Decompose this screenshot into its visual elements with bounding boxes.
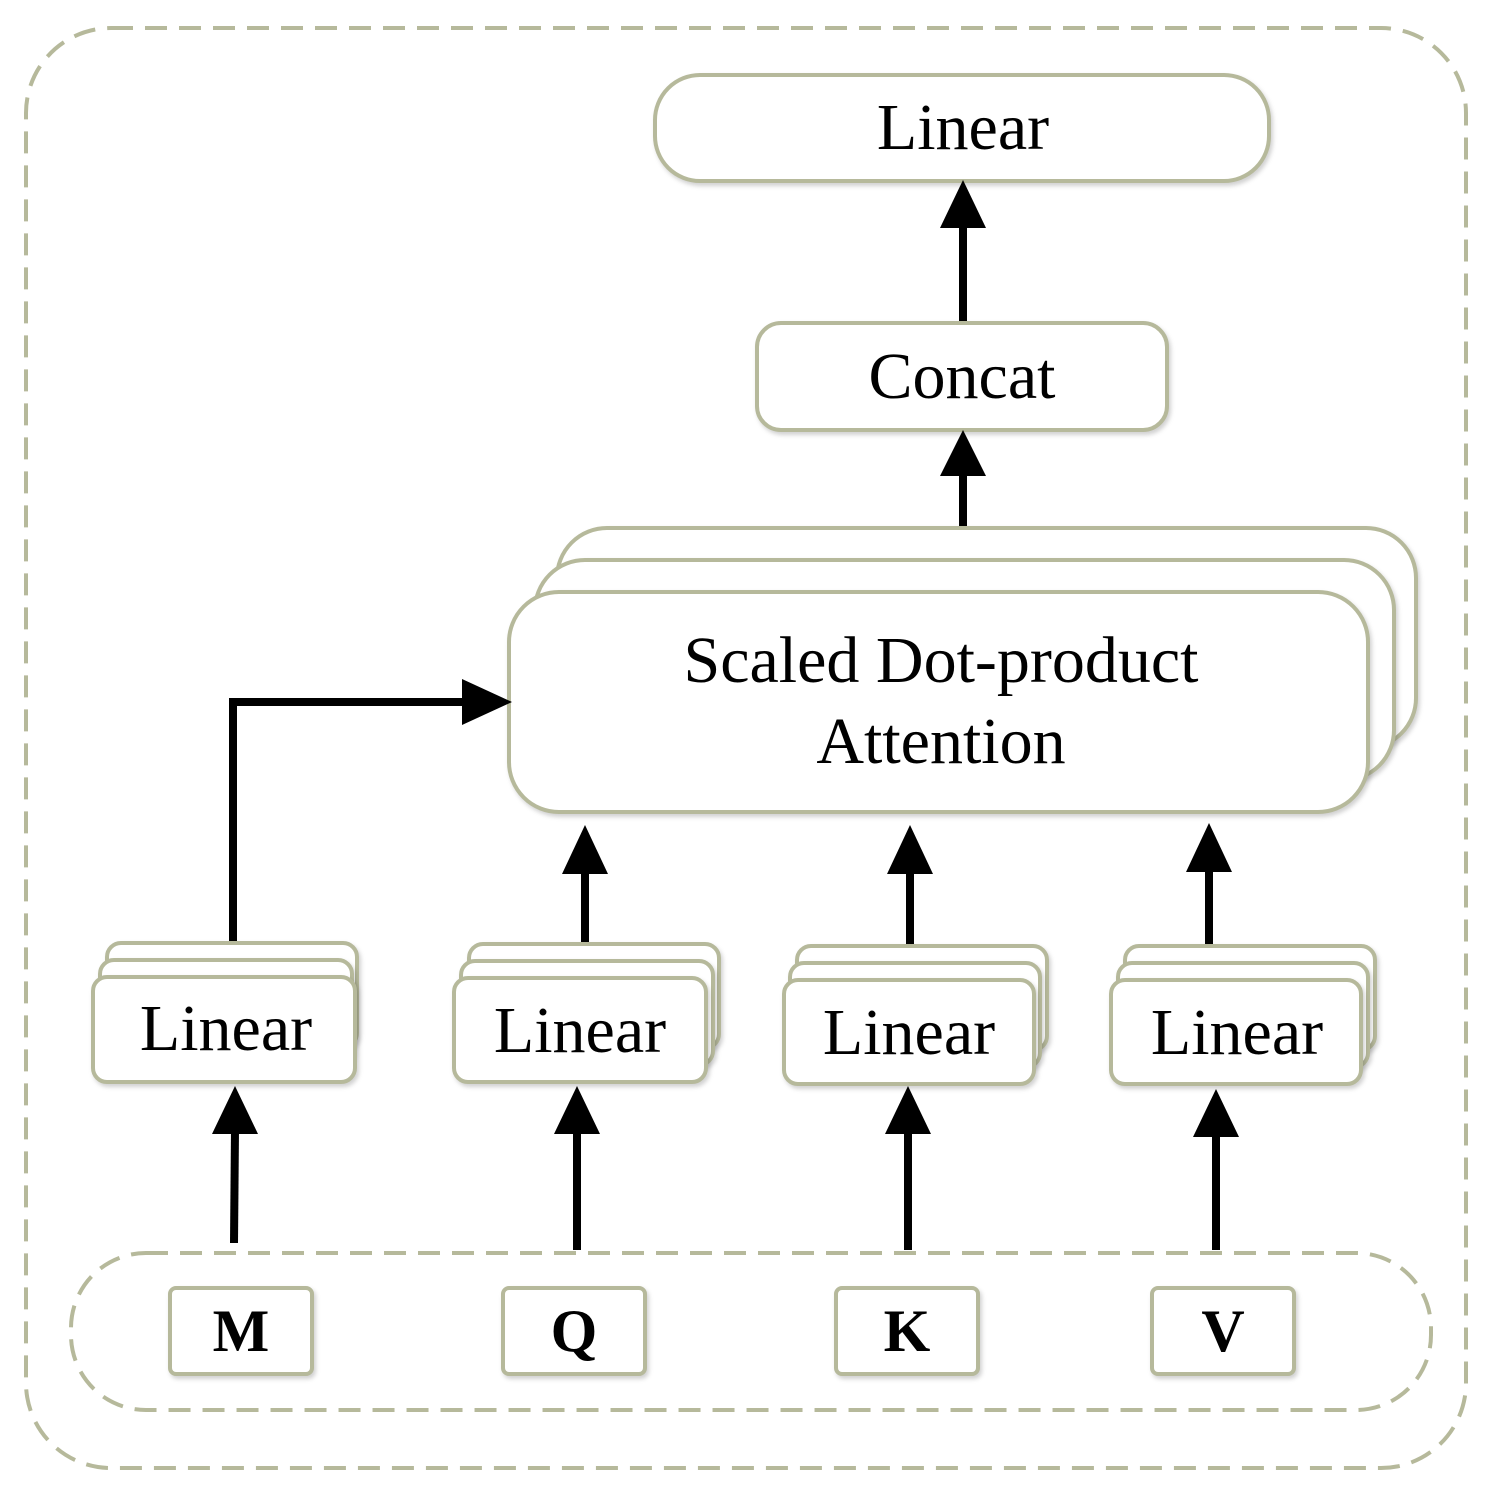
linear-label-k: Linear bbox=[823, 996, 995, 1069]
input-k: K bbox=[834, 1286, 980, 1376]
arrow-v-to-linear bbox=[1193, 1089, 1239, 1250]
linear-label-m: Linear bbox=[140, 992, 312, 1065]
input-m: M bbox=[168, 1286, 314, 1376]
top-linear-block: Linear bbox=[653, 73, 1271, 183]
outer-dashed-container bbox=[24, 26, 1468, 1470]
input-q: Q bbox=[501, 1286, 647, 1376]
arrow-m-linear-to-attention bbox=[229, 679, 512, 946]
linear-stack-m: Linear bbox=[91, 941, 359, 1084]
input-v: V bbox=[1150, 1286, 1296, 1376]
arrow-q-to-linear bbox=[554, 1086, 600, 1250]
input-k-label: K bbox=[884, 1298, 931, 1364]
attention-label-line1: Scaled Dot-product bbox=[683, 624, 1198, 697]
concat-label: Concat bbox=[869, 340, 1056, 413]
linear-stack-q: Linear bbox=[452, 942, 721, 1084]
attention-stack: Scaled Dot-product Attention bbox=[507, 526, 1418, 814]
input-q-label: Q bbox=[551, 1298, 598, 1364]
arrow-attention-to-concat bbox=[940, 430, 986, 530]
concat-block: Concat bbox=[755, 321, 1169, 432]
linear-label-v: Linear bbox=[1151, 996, 1323, 1069]
input-v-label: V bbox=[1201, 1298, 1244, 1364]
attention-label-line2: Attention bbox=[816, 705, 1065, 778]
input-m-label: M bbox=[213, 1298, 270, 1364]
top-linear-label: Linear bbox=[877, 91, 1049, 164]
linear-label-q: Linear bbox=[494, 994, 666, 1067]
arrow-k-to-linear bbox=[885, 1086, 931, 1250]
linear-stack-v: Linear bbox=[1109, 944, 1377, 1086]
inputs-dashed-container bbox=[69, 1251, 1433, 1412]
linear-stack-k: Linear bbox=[782, 944, 1049, 1086]
arrow-m-to-linear bbox=[212, 1086, 258, 1244]
arrow-concat-to-linear bbox=[940, 180, 986, 326]
